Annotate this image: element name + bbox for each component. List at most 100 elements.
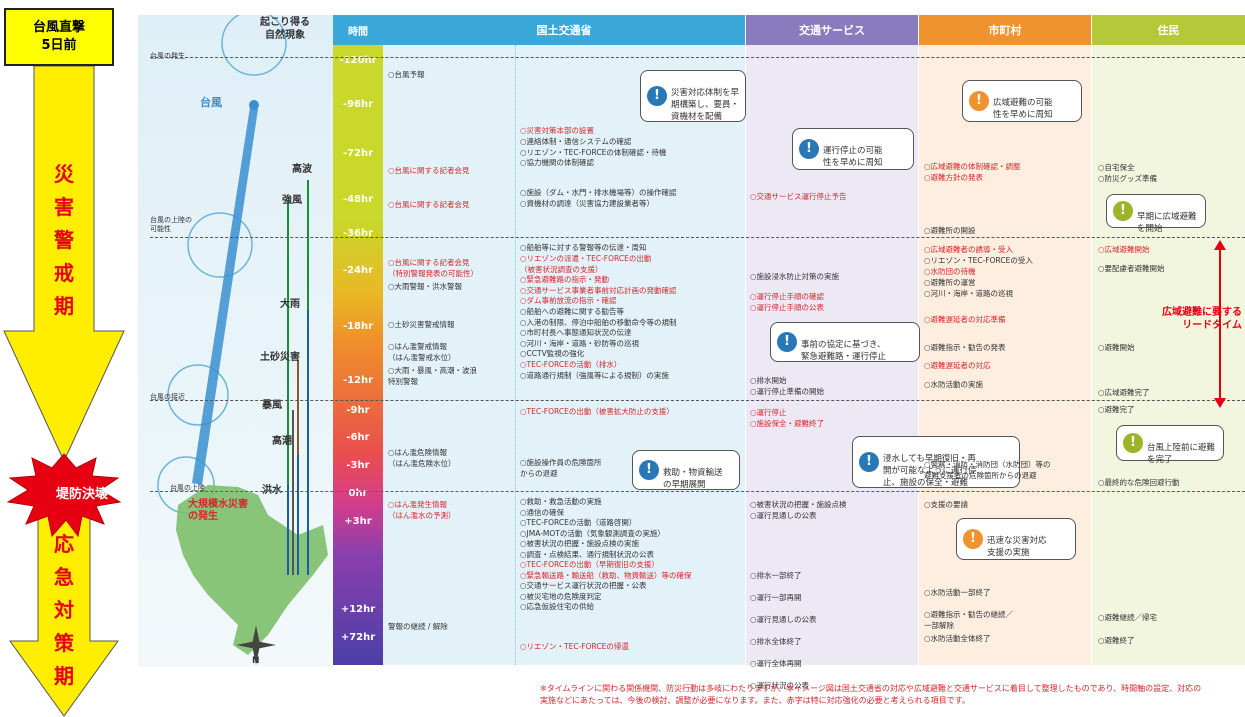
mlit-block6: ○救助・救急活動の実施 ○通信の確保 ○TEC-FORCEの活動（道路啓開） ○… bbox=[520, 497, 665, 559]
phase-header-sub: 5日前 bbox=[41, 38, 77, 53]
callout-text: 運行停止の可能 性を早めに周知 bbox=[823, 146, 883, 168]
municipal-item3: ○避難所の運営 ○河川・海岸・道路の巡視 bbox=[924, 278, 1014, 298]
mlit-block2: ○施設（ダム・水門・排水機場等）の操作確認 ○資機材の調達（災害協力建設業者等） bbox=[520, 188, 677, 208]
mlit-block1: ○連絡体制・通信システムの確認 ○リエゾン・TEC-FORCEの体制確認・待機 … bbox=[520, 137, 667, 167]
typhoon-circle-2 bbox=[187, 212, 253, 278]
footnote: ※タイムラインに関わる関係機関、防災行動は多岐にわたりますが、本イメージ図は国土… bbox=[540, 684, 1202, 705]
map-label-landfall: 台風の上陸 bbox=[170, 484, 205, 492]
municipal-item6: ○警察・消防・消防団（水防団）等の 避難支援者の危険箇所からの退避 bbox=[924, 460, 1051, 480]
mlit-item-forecast: ○台風予報 bbox=[388, 70, 425, 79]
mlit-item-special-warning: ○大雨・暴風・高潮・波浪 特別警報 bbox=[388, 366, 478, 386]
mlit-item-press-2: ○台風に関する記者会見 bbox=[388, 200, 470, 209]
typhoon-path bbox=[192, 107, 258, 485]
residents-item-red1: ○広域避難開始 bbox=[1098, 245, 1150, 254]
callout-text: 広域避難の可能 性を早めに周知 bbox=[993, 98, 1053, 120]
tick-minus-36: -36hr bbox=[342, 228, 374, 239]
callout-residents-early: !早期に広域避難 を開始 bbox=[1106, 194, 1206, 234]
typhoon-label: 台風 bbox=[200, 96, 222, 109]
residents-item1: ○自宅保全 ○防災グッズ準備 bbox=[1098, 163, 1158, 183]
exclamation-icon: ! bbox=[969, 91, 989, 111]
tick-minus-24: -24hr bbox=[342, 265, 374, 276]
callout-text: 救助・物資輸送 の早期展開 bbox=[663, 468, 723, 490]
mlit-item-flood-alert: ○はん濫警戒情報 （はん濫警戒水位） bbox=[388, 342, 456, 362]
exclamation-icon: ! bbox=[799, 139, 819, 159]
warning-phase-label: 災 害 警 戒 期 bbox=[54, 162, 74, 318]
exclamation-icon: ! bbox=[963, 529, 983, 549]
typhoon-circle-1 bbox=[221, 15, 287, 76]
callout-municipal-support: !迅速な災害対応 支援の実施 bbox=[956, 518, 1076, 560]
mlit-block3-c: ○道路通行規制（強風等による規制）の実施 bbox=[520, 371, 669, 380]
phase-header-label: 台風直撃 bbox=[32, 20, 85, 35]
mlit-block3-red: ○リエゾンの派遣・TEC-FORCEの出動 （被害状況調査の支援） ○緊急避難路… bbox=[520, 254, 677, 305]
residents-item3: ○避難開始 bbox=[1098, 343, 1135, 352]
transport-item-red2: ○運行停止手順の確認 ○運行停止手順の公表 bbox=[750, 292, 825, 312]
mlit-block3-a: ○船舶等に対する警報等の伝達・周知 bbox=[520, 243, 647, 252]
time-gradient-bar bbox=[333, 45, 383, 665]
map-label-typhoon-formation: 台風の発生 bbox=[150, 52, 185, 60]
exclamation-icon: ! bbox=[639, 460, 659, 480]
callout-text: 台風上陸前に避難 を完了 bbox=[1147, 443, 1216, 465]
callout-text: 浸水しても早期復旧・再 開が可能なように運行停 止、施設の保全・避難 bbox=[883, 454, 977, 488]
residents-item8: ○避難終了 bbox=[1098, 636, 1135, 645]
line-approach bbox=[150, 400, 1245, 401]
callout-transport-agreement: !事前の協定に基づき、 緊急避難路・運行停止 bbox=[770, 322, 920, 362]
exclamation-icon: ! bbox=[859, 452, 879, 472]
header-mlit: 国土交通省 bbox=[383, 15, 745, 45]
compass-north-label: N bbox=[252, 656, 260, 666]
compass-rose bbox=[236, 625, 276, 665]
hazard-high-waves: 高波 bbox=[292, 164, 312, 175]
transport-item-red3: ○運行停止 ○施設保全・避難終了 bbox=[750, 408, 825, 428]
column-municipal bbox=[919, 45, 1091, 665]
tick-minus-3: -3hr bbox=[346, 460, 370, 471]
mlit-item-press-1: ○台風に関する記者会見 bbox=[388, 166, 470, 175]
municipal-item-red5: ○避難遅延者の対応 bbox=[924, 361, 991, 370]
transport-item3: ○被害状況の把握・施設点検 ○運行見通しの公表 bbox=[750, 500, 847, 520]
callout-residents-complete: !台風上陸前に避難 を完了 bbox=[1116, 425, 1224, 465]
mlit-item-warning-continue: 警報の継続 / 解除 bbox=[388, 622, 448, 631]
mlit-item-flood-occurrence: ○はん濫発生情報 （はん濫水の予測） bbox=[388, 500, 456, 520]
tick-zero: 0hr bbox=[348, 488, 368, 499]
line-landfall bbox=[150, 491, 1245, 492]
tick-plus-3: +3hr bbox=[344, 516, 372, 527]
column-mlit bbox=[383, 45, 745, 665]
municipal-item-red4: ○避難遅延者の対応準備 bbox=[924, 315, 1006, 324]
lead-time-label: 広域避難に要する リードタイム bbox=[1162, 307, 1242, 331]
municipal-item-red2: ○広域避難者の誘導・受入 bbox=[924, 245, 1014, 254]
header-residents: 住民 bbox=[1092, 15, 1245, 45]
exclamation-icon: ! bbox=[1123, 433, 1143, 453]
callout-transport-notice: !運行停止の可能 性を早めに周知 bbox=[792, 128, 914, 170]
municipal-item1: ○避難所の開設 bbox=[924, 226, 976, 235]
tick-minus-6: -6hr bbox=[346, 432, 370, 443]
warning-phase-arrow bbox=[3, 66, 125, 463]
tick-minus-48: -48hr bbox=[342, 194, 374, 205]
municipal-item-red3: ○水防団の待機 bbox=[924, 267, 976, 276]
residents-item6: ○最終的な危険回避行動 bbox=[1098, 478, 1180, 487]
hazard-strong-wind: 強風 bbox=[282, 195, 302, 206]
tick-minus-18: -18hr bbox=[342, 321, 374, 332]
hazard-heavy-rain: 大雨 bbox=[280, 299, 300, 310]
municipal-item10: ○水防活動全体終了 bbox=[924, 634, 991, 643]
map-graphics bbox=[157, 15, 328, 665]
time-column-header: 時間 bbox=[333, 15, 383, 45]
burst-shape bbox=[6, 453, 122, 538]
tick-plus-12: +12hr bbox=[340, 604, 376, 615]
tick-minus-120: -120hr bbox=[339, 55, 377, 66]
response-phase-label: 応 急 対 策 期 bbox=[54, 532, 74, 688]
municipal-item5: ○水防活動の実施 bbox=[924, 380, 984, 389]
mlit-block6-b: ○交通サービス運行状況の把握・公表 ○被災宅地の危険度判定 ○応急仮設住宅の供給 bbox=[520, 581, 647, 611]
municipal-item7: ○支援の要請 bbox=[924, 500, 969, 509]
mlit-item-press-3: ○台風に関する記者会見 （特別警報発表の可能性） bbox=[388, 258, 478, 278]
mlit-block3-red2: ○TEC-FORCEの活動（排水） bbox=[520, 360, 622, 369]
transport-item2: ○排水開始 ○運行停止準備の開始 bbox=[750, 376, 825, 396]
mlit-item-rain-warning: ○大雨警報・洪水警報 bbox=[388, 282, 463, 291]
municipal-item-red1: ○広域避難の体制確認・調整 ○避難方針の発表 bbox=[924, 162, 1021, 182]
header-transport: 交通サービス bbox=[746, 15, 918, 45]
map-label-approach: 台風の接近 bbox=[150, 393, 185, 401]
mlit-block6-red: ○TEC-FORCEの出動（早期復旧の支援） ○緊急輸送路・輸送船（救助、物資輸… bbox=[520, 560, 692, 580]
phase-header-box: 台風直撃 5日前 bbox=[4, 8, 114, 66]
line-landfall-possibility bbox=[150, 237, 1245, 238]
municipal-item9: ○避難指示・勧告の継続／ 一部解除 bbox=[924, 610, 1014, 630]
japan-landmass bbox=[176, 485, 328, 655]
hazard-flood: 洪水 bbox=[262, 485, 282, 496]
map-label-landfall-possibility: 台風の上陸の 可能性 bbox=[150, 216, 192, 233]
